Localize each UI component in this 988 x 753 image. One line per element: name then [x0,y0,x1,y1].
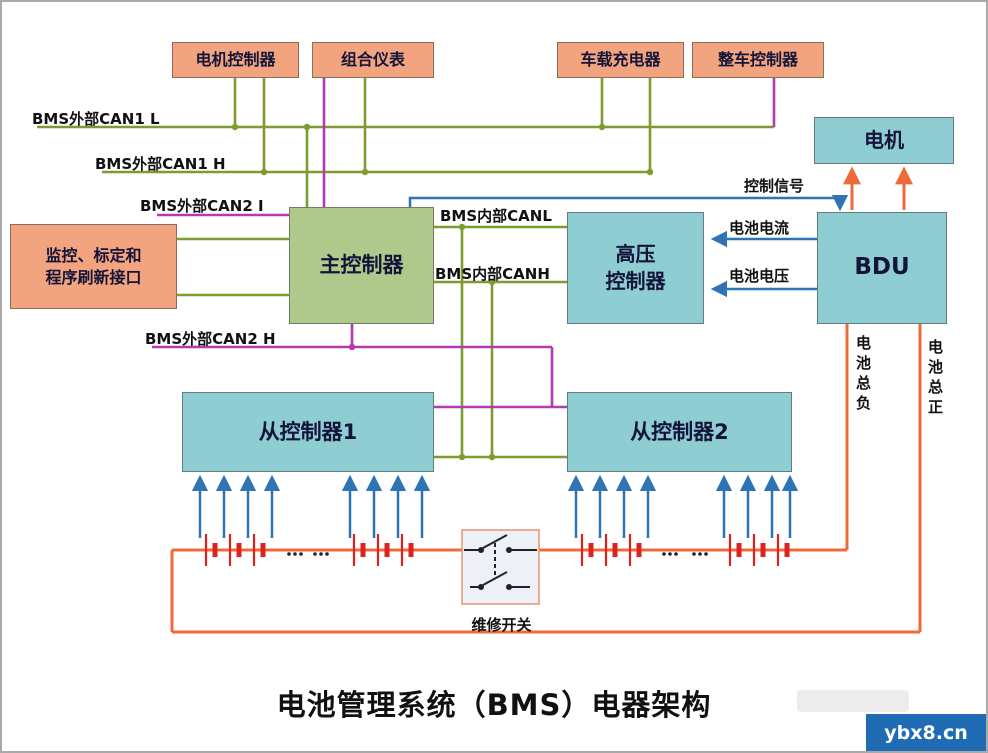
can-internal-l-label: BMS内部CANL [440,207,552,225]
main-controller-box: 主控制器 [289,207,434,324]
can1-h-label: BMS外部CAN1 H [95,155,226,173]
watermark-badge: ybx8.cn [866,714,986,751]
can2-h-label: BMS外部CAN2 H [145,330,276,348]
vehicle-controller-box: 整车控制器 [692,42,824,78]
service-switch-symbol [461,529,540,605]
can-internal-h-label: BMS内部CANH [435,265,550,283]
motor-controller-label: 电机控制器 [195,50,276,70]
battery-current-label: 电池电流 [729,219,790,237]
bdu-box: BDU [817,212,947,324]
watermark-text: ybx8.cn [884,721,968,744]
erased-watermark-smudge [797,690,909,712]
motor-box: 电机 [814,117,954,164]
motor-label: 电机 [864,128,904,152]
motor-controller-box: 电机控制器 [172,42,299,78]
battery-voltage-label: 电池电压 [729,267,790,285]
hv-controller-label-line2: 控制器 [605,269,666,293]
hv-controller-label-line1: 高压 [615,242,656,266]
vehicle-controller-label: 整车控制器 [717,50,798,70]
onboard-charger-box: 车载充电器 [557,42,684,78]
slave-controller-1-box: 从控制器1 [182,392,434,472]
onboard-charger-label: 车载充电器 [580,50,661,70]
slave-controller-2-box: 从控制器2 [567,392,792,472]
battery-cell-symbols [204,534,790,566]
service-switch-label: 维修开关 [471,616,532,634]
cell-tap-arrows [191,474,799,538]
monitor-interface-label-line1: 监控、标定和 [45,245,142,265]
can-purple-junction-dots [348,343,356,351]
can2-l-label: BMS外部CAN2 I [140,197,264,215]
bdu-label: BDU [854,254,910,281]
instrument-cluster-label: 组合仪表 [340,50,405,70]
hv-controller-box: 高压 控制器 [567,212,704,324]
slave-controller-2-label: 从控制器2 [630,419,729,444]
can1-l-label: BMS外部CAN1 L [32,110,160,128]
slave-controller-1-label: 从控制器1 [258,419,358,444]
diagram-title: 电池管理系统（BMS）电器架构 [276,688,712,722]
main-controller-label: 主控制器 [319,253,404,278]
control-signal-label: 控制信号 [744,177,805,195]
battery-ellipsis-dots [287,552,708,556]
battery-positive-label: 电池总正 [926,339,944,419]
battery-negative-label: 电池总负 [854,335,872,415]
monitor-interface-box: 监控、标定和 程序刷新接口 [10,224,177,309]
monitor-interface-label-line2: 程序刷新接口 [45,267,142,287]
instrument-cluster-box: 组合仪表 [312,42,434,78]
